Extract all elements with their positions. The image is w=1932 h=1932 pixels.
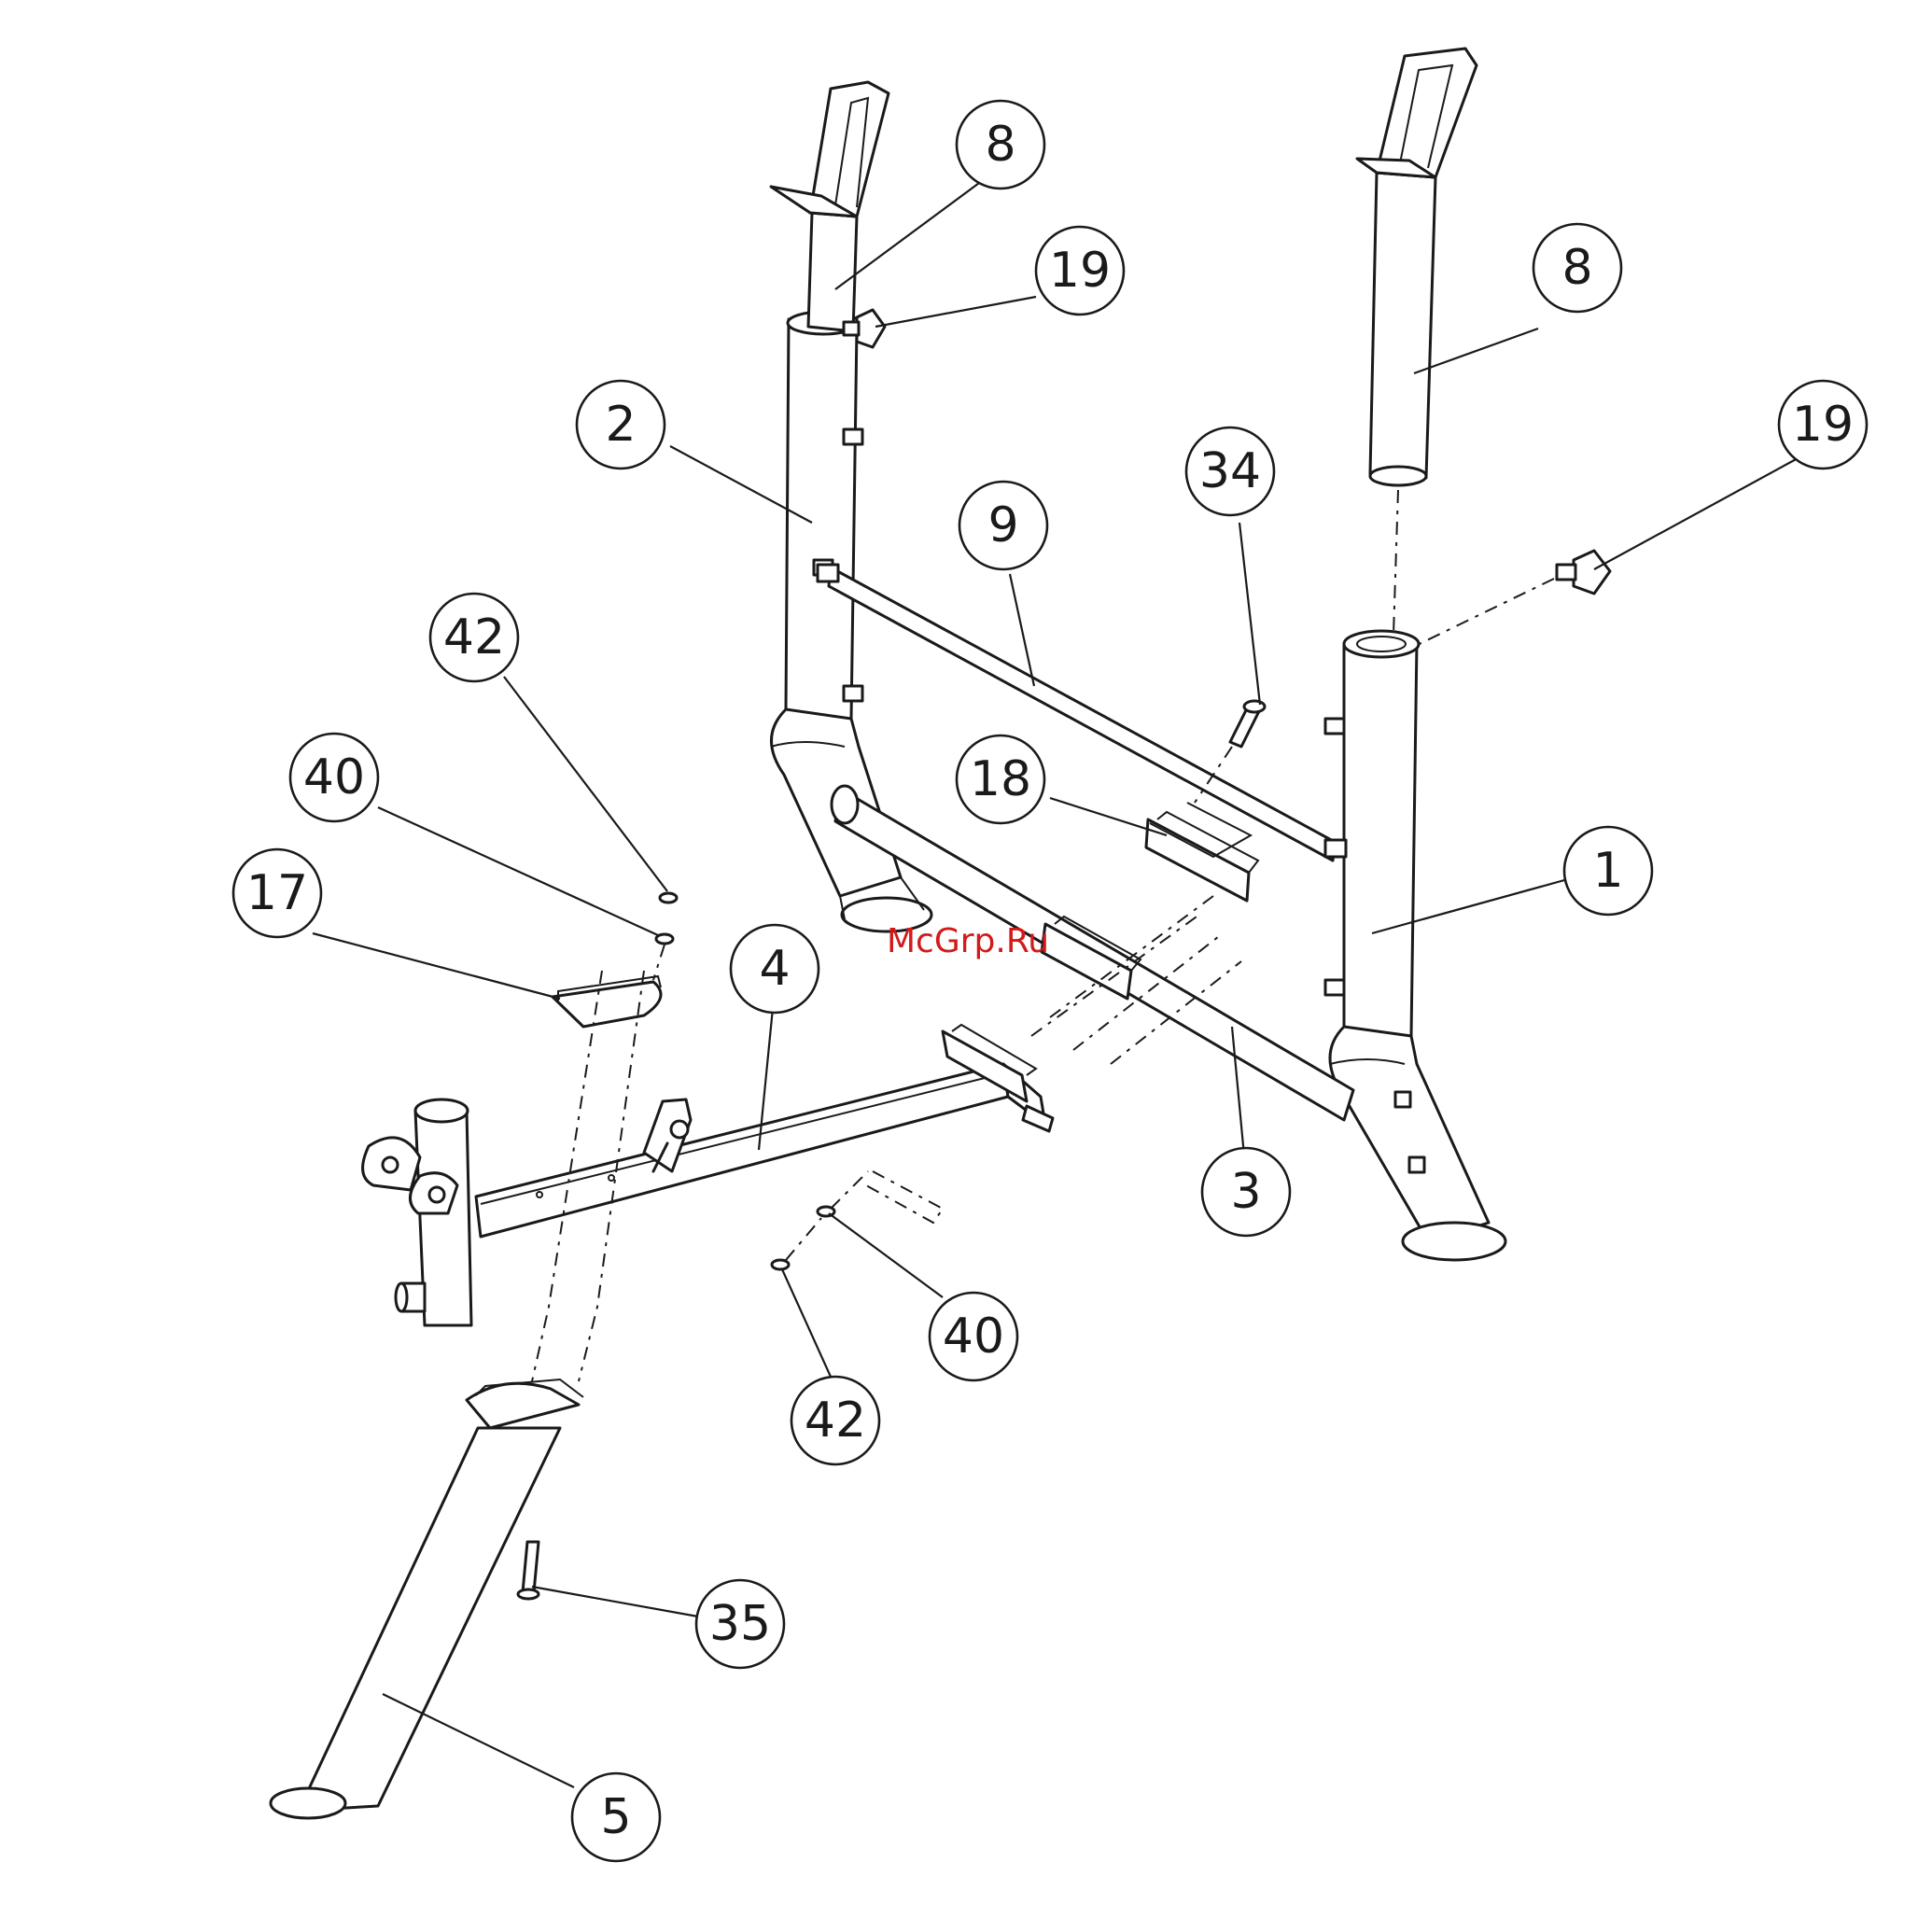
callout-label: 19	[1049, 243, 1111, 299]
part-42-upper-nut	[660, 893, 677, 903]
callout-8-right: 8	[1533, 224, 1621, 312]
callout-2: 2	[577, 381, 665, 469]
callout-19-top: 19	[1036, 227, 1124, 315]
callout-label: 2	[605, 397, 636, 453]
part-35-bolt	[518, 1542, 539, 1599]
callout-3: 3	[1202, 1148, 1290, 1236]
part-4-main-beam	[363, 1025, 1053, 1325]
callout-42-bottom: 42	[791, 1377, 879, 1464]
callout-label: 8	[1561, 240, 1592, 296]
part-5-rear-leg	[271, 1379, 583, 1818]
callout-label: 35	[709, 1596, 771, 1652]
callout-label: 9	[987, 497, 1018, 553]
part-17-upper-plate	[553, 976, 661, 1027]
callout-label: 18	[970, 751, 1031, 807]
callout-label: 5	[600, 1789, 631, 1845]
callout-label: 19	[1792, 397, 1854, 453]
part-40-upper-washer	[656, 934, 673, 944]
part-9-upper-brace	[818, 565, 1346, 861]
callout-35: 35	[696, 1580, 784, 1668]
callout-19-right: 19	[1779, 381, 1867, 469]
callout-label: 42	[443, 609, 505, 665]
callout-label: 34	[1199, 443, 1261, 499]
callout-label: 3	[1230, 1164, 1261, 1220]
callout-5: 5	[572, 1773, 660, 1861]
part-1-right-upright	[1325, 631, 1505, 1260]
callout-40-top: 40	[290, 734, 378, 821]
callout-42-top: 42	[430, 594, 518, 681]
callout-label: 40	[303, 749, 365, 805]
part-42-lower-nut	[772, 1260, 789, 1269]
part-8-right-seat-post	[1357, 49, 1477, 485]
part-19-right-knob	[1557, 551, 1610, 594]
callout-label: 40	[943, 1309, 1004, 1365]
callout-40-bottom: 40	[930, 1293, 1017, 1380]
callout-17: 17	[233, 849, 321, 937]
callout-label: 17	[246, 865, 308, 921]
callout-18: 18	[957, 735, 1044, 823]
callout-34: 34	[1186, 427, 1274, 515]
callout-label: 42	[805, 1393, 866, 1449]
callout-1: 1	[1564, 827, 1652, 915]
callout-label: 4	[759, 941, 790, 997]
part-34-bolt	[1230, 701, 1265, 747]
callout-9: 9	[959, 482, 1047, 569]
part-8-left-seat-post	[771, 82, 889, 331]
callout-label: 8	[985, 117, 1015, 173]
callout-8-left: 8	[957, 101, 1044, 189]
callout-4: 4	[731, 925, 819, 1013]
callout-label: 1	[1592, 843, 1623, 899]
watermark: McGrp.Ru	[887, 922, 1049, 960]
